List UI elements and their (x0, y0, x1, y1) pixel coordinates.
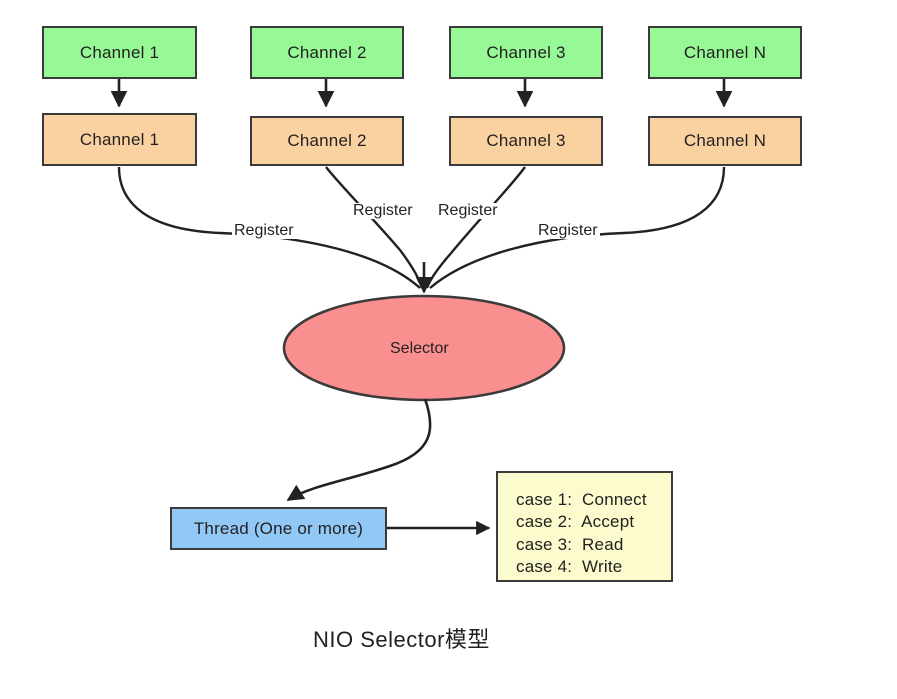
register-label-3: Register (436, 202, 500, 219)
source-channel-box-3[interactable]: Channel 3 (449, 26, 603, 79)
source-channel-box-4[interactable]: Channel N (648, 26, 802, 79)
source-channel-label-2: Channel 2 (287, 42, 367, 62)
source-channel-label-4: Channel N (683, 42, 767, 62)
case-line-4: case 4: Write (516, 557, 623, 577)
register-label-1: Register (232, 222, 296, 239)
register-path-4 (429, 166, 726, 289)
register-path-2 (325, 166, 424, 289)
case-line-1: case 1: Connect (516, 490, 647, 509)
target-channel-box-3[interactable]: Channel 3 (449, 116, 603, 166)
target-channel-label-4: Channel N (683, 131, 767, 150)
target-channel-box-1[interactable]: Channel 1 (42, 113, 197, 166)
arrow-selector-to-thread (286, 398, 432, 502)
register-label-4: Register (536, 222, 600, 239)
register-path-3 (425, 166, 526, 289)
diagram-caption: NIO Selector模型 (313, 627, 490, 652)
target-channel-label-3: Channel 3 (486, 131, 566, 150)
register-path-1 (117, 166, 421, 289)
source-channel-label-3: Channel 3 (486, 42, 566, 62)
cases-box[interactable]: case 1: Connect case 2: Accept case 3: R… (496, 471, 673, 582)
case-line-3: case 3: Read (516, 534, 624, 554)
source-channel-label-1: Channel 1 (79, 42, 160, 62)
target-channel-label-1: Channel 1 (79, 129, 160, 149)
selector-label: Selector (390, 340, 449, 357)
source-channel-box-2[interactable]: Channel 2 (250, 26, 404, 79)
target-channel-box-2[interactable]: Channel 2 (250, 116, 404, 166)
case-line-2: case 2: Accept (516, 512, 635, 532)
thread-label: Thread (One or more) (193, 518, 364, 538)
source-channel-box-1[interactable]: Channel 1 (42, 26, 197, 79)
thread-box[interactable]: Thread (One or more) (170, 507, 387, 550)
register-label-2: Register (351, 202, 415, 219)
target-channel-box-4[interactable]: Channel N (648, 116, 802, 166)
target-channel-label-2: Channel 2 (287, 131, 367, 150)
